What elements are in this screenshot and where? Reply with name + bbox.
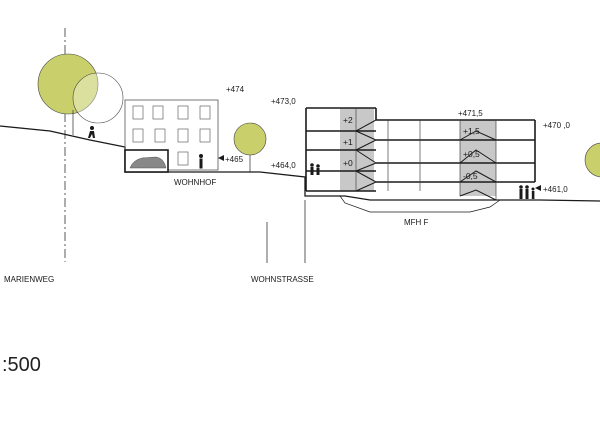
floor-label-plus-0: +0 — [343, 158, 353, 168]
house-wohnhof — [124, 99, 219, 173]
figures-mfh-right — [519, 185, 535, 199]
scale-label: :500 — [2, 354, 41, 376]
elevation-461: +461,0 — [543, 185, 568, 194]
floor-label-plus-1-5: +1,5 — [463, 126, 480, 136]
figure-wohnhof — [199, 154, 203, 169]
floor-label-minus-0-5: -0,5 — [463, 171, 478, 181]
label-wohnstrasse: WOHNSTRASSE — [251, 275, 314, 284]
floor-label-plus-1: +1 — [343, 137, 353, 147]
tree-middle — [233, 122, 267, 172]
terrain-line — [0, 125, 600, 202]
figures-wohnstrasse — [310, 163, 320, 175]
label-marienweg: MARIENWEG — [4, 275, 54, 284]
floor-label-plus-0-5: +0,5 — [463, 149, 480, 159]
elevation-471-5: +471,5 — [458, 109, 483, 118]
elevation-474: +474 — [226, 85, 245, 94]
building-mfh-f — [305, 107, 536, 213]
elevation-464: +464,0 — [271, 161, 296, 170]
label-mfh-f: MFH F — [404, 218, 429, 227]
figure-walker-marienweg — [88, 126, 95, 138]
tree-left-large — [37, 53, 124, 135]
elevation-465: +465 — [225, 155, 244, 164]
label-wohnhof: WOHNHOF — [174, 178, 216, 187]
level-marker-465 — [218, 155, 224, 161]
tree-right-partial — [584, 142, 600, 178]
elevation-473: +473,0 — [271, 97, 296, 106]
floor-label-plus-2: +2 — [343, 115, 353, 125]
elevation-470: +470 ,0 — [543, 121, 570, 130]
level-marker-461 — [535, 185, 541, 191]
